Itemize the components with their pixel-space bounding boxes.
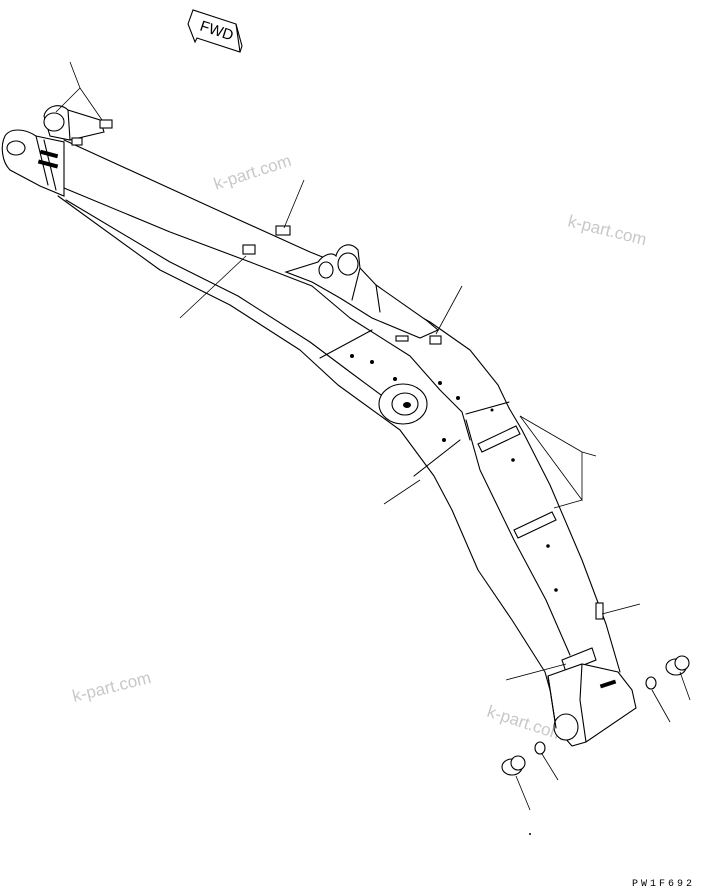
bushing-left: [501, 755, 526, 776]
watermark-1: k-part.com: [211, 151, 293, 194]
ring-left: [534, 741, 546, 755]
bushing-right: [665, 655, 690, 676]
arm-body: [57, 139, 621, 691]
arm-bottom-end: [547, 663, 637, 747]
ring-right: [645, 676, 657, 690]
arm-bands: [477, 425, 604, 673]
drawing-code: PW1F692: [632, 879, 695, 890]
watermark-layer: k-part.com k-part.com k-part.com k-part.…: [70, 151, 648, 745]
loose-parts: [501, 655, 690, 776]
arm-top-end: [1, 105, 113, 197]
cylinder-bracket: [242, 225, 442, 345]
watermark-3: k-part.com: [70, 668, 153, 706]
fwd-arrow-icon: FWD: [187, 9, 243, 53]
leader-lines: [55, 61, 691, 835]
watermark-2: k-part.com: [566, 211, 649, 249]
